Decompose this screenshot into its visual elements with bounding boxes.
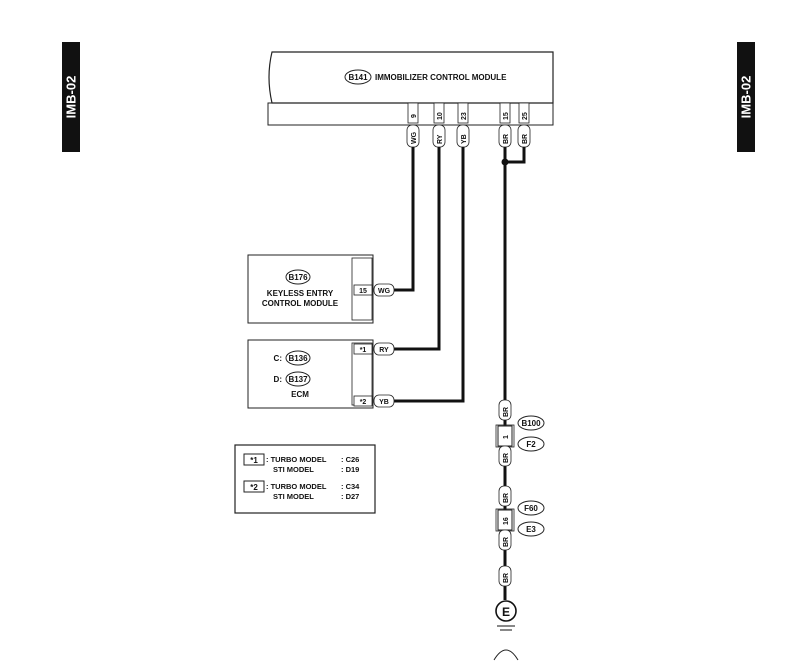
ecm-wire-tag-1: RY [379,347,389,354]
module-pins: 9 10 23 15 25 [407,102,530,124]
keyless-name-2: CONTROL MODULE [262,299,339,308]
conn2-ref: E3 [526,525,536,534]
ecm-d-connector: B137 [288,375,308,384]
legend-1-code-1: : C26 [341,455,359,464]
legend-mark-2: *2 [250,483,258,492]
ecm-wire-tag-2: YB [379,399,389,406]
wire-wg [393,147,415,292]
wire-tag-ry: RY [437,134,444,144]
ground-label: E [502,605,510,619]
legend-2-model-2: STI MODEL [273,492,314,501]
conn1-pin: 1 [503,435,510,439]
pin-10: 10 [437,112,444,120]
legend-1-model-2: STI MODEL [273,465,314,474]
keyless-connector-id: B176 [288,273,308,282]
conn1-connector-id: B100 [521,419,541,428]
module-name: IMMOBILIZER CONTROL MODULE [375,73,507,82]
legend-2-code-1: : C34 [341,482,360,491]
wire-tag-yb: YB [461,134,468,144]
legend-2-model-1: : TURBO MODEL [266,482,327,491]
ground-tag-3: BR [503,493,510,503]
wire-tag-wg: WG [411,131,418,144]
legend-1-model-1: : TURBO MODEL [266,455,327,464]
pin-9: 9 [411,114,418,118]
wire-yb [393,147,465,403]
conn2-pin: 16 [503,517,510,525]
ecm-pin-2: *2 [360,399,367,406]
ground-tag-1: BR [503,407,510,417]
page-tab-left: IMB-02 [62,42,80,152]
ground-symbol-icon [495,600,517,622]
wire-ry [393,147,441,351]
module-connector-id: B141 [348,73,368,82]
wire-br-splice [505,147,526,164]
ecm-pin-1: *1 [360,347,367,354]
pin-15: 15 [503,112,510,120]
conn2-connector-id: F60 [524,504,538,513]
keyless-name-1: KEYLESS ENTRY [267,289,334,298]
pin-25: 25 [522,112,529,120]
ground-tag-4: BR [503,537,510,547]
ecm-c-label: C: [274,354,282,363]
ecm-c-connector: B136 [288,354,308,363]
wire-tag-br-25: BR [522,134,529,144]
ecm-module: C: B136 D: B137 ECM *1 RY *2 YB [247,339,395,409]
keyless-wire-tag: WG [378,288,391,295]
wires [393,147,526,600]
legend-2-code-2: : D27 [341,492,359,501]
conn1-ref: F2 [526,440,536,449]
ground-tag-2: BR [503,453,510,463]
ground-path: BR 1 B100 F2 BR BR 16 F60 E3 BR BR E [493,399,545,661]
keyless-entry-module: B176 KEYLESS ENTRY CONTROL MODULE 15 WG [247,254,395,324]
legend-1-code-2: : D19 [341,465,359,474]
page-tab-right: IMB-02 [737,42,755,152]
pin-23: 23 [461,112,468,120]
splice-point [501,158,509,166]
keyless-pin: 15 [359,288,367,295]
ecm-name: ECM [291,390,309,399]
ecm-d-label: D: [274,375,282,384]
wire-color-tags: WG RY YB BR BR [406,124,531,148]
ground-tag-5: BR [503,573,510,583]
legend-mark-1: *1 [250,456,258,465]
wire-tag-br-15: BR [503,134,510,144]
legend: *1 : TURBO MODEL : C26 STI MODEL : D19 *… [234,444,376,514]
